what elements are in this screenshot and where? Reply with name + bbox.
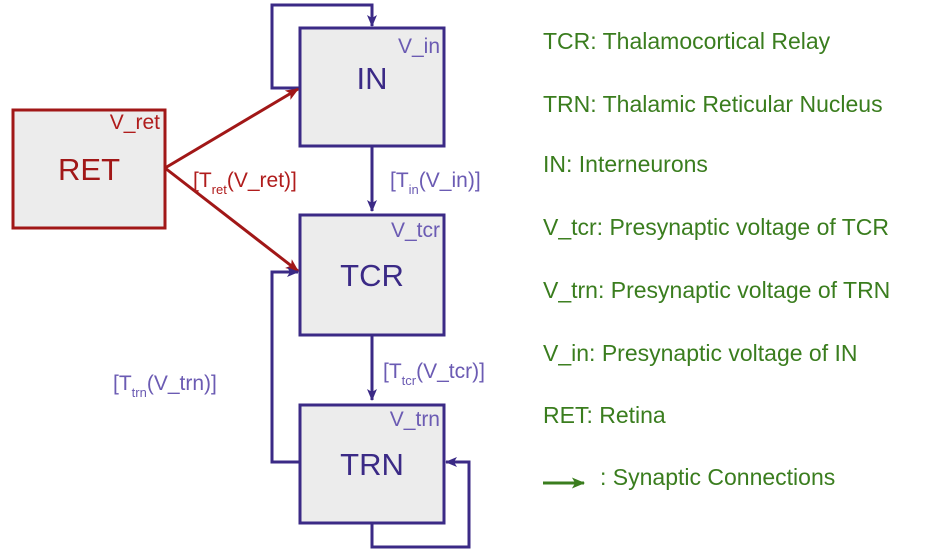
- in-self-loop-arrow: [270, 3, 377, 90]
- ret-node-voltage: V_ret: [110, 111, 160, 134]
- trn-node-voltage: V_trn: [390, 408, 440, 431]
- trn-node-box: [298, 403, 446, 525]
- trn-self-loop-arrow: [370, 457, 471, 549]
- ret-to-in-arrow: [164, 87, 299, 170]
- ret-to-tcr-arrow: [164, 166, 299, 273]
- tcr-node-box: [298, 213, 446, 337]
- trn-to-tcr-arrow: [270, 267, 300, 464]
- tcr-node-voltage: V_tcr: [391, 219, 440, 242]
- ret-edge-label: [Tret(V_ret)]: [193, 169, 297, 197]
- in-node-title: IN: [357, 61, 388, 96]
- ret-node-box: [11, 108, 167, 230]
- ret-node-title: RET: [58, 152, 120, 187]
- trn-edge-label: [Ttrn(V_trn)]: [113, 372, 217, 400]
- in-edge-label: [Tin(V_in)]: [390, 169, 481, 197]
- tcr-node-title: TCR: [340, 258, 404, 293]
- trn-node-title: TRN: [340, 447, 404, 482]
- tcr-edge-label: [Ttcr(V_tcr)]: [383, 360, 485, 388]
- in-node-voltage: V_in: [398, 35, 440, 58]
